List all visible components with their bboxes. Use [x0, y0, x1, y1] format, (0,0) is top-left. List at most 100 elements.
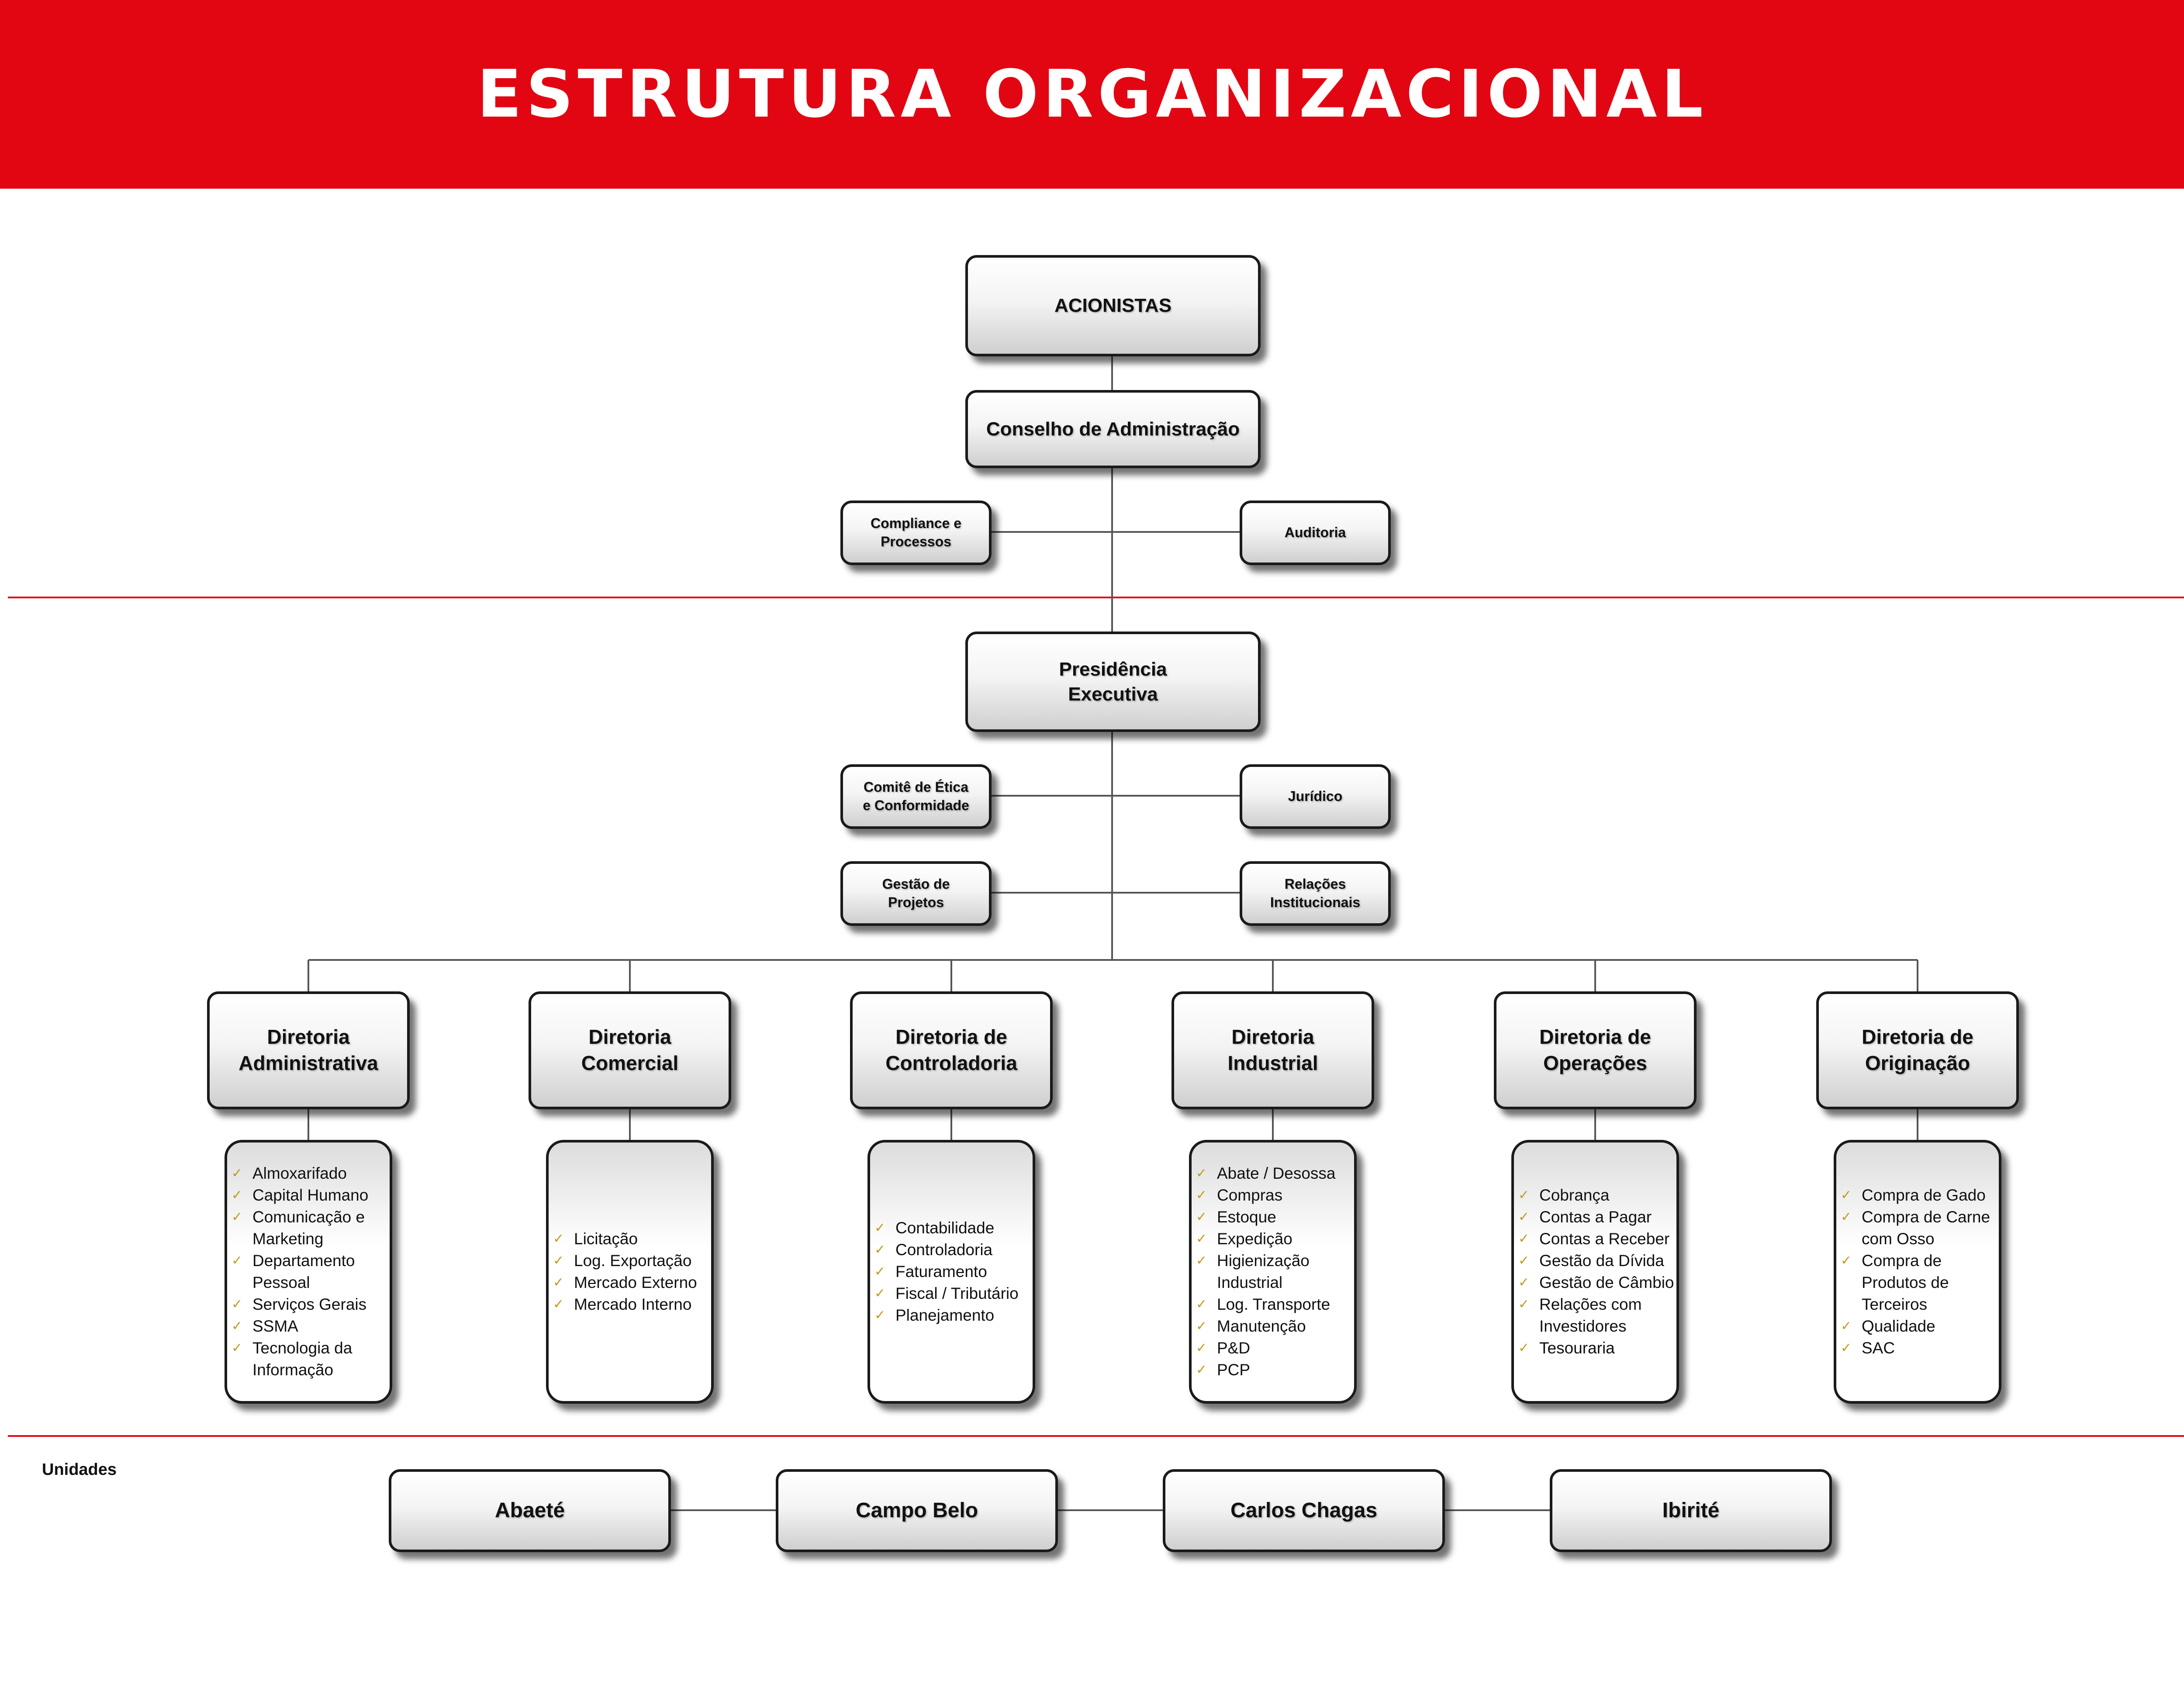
check-icon: ✓ — [1841, 1253, 1852, 1268]
check-icon: ✓ — [1841, 1319, 1852, 1333]
list-item-label: Capital Humano — [252, 1186, 369, 1204]
list-item-label: Compra de Gado — [1862, 1186, 1986, 1204]
list-item: ✓Capital Humano — [232, 1184, 369, 1206]
list-item-label: Almoxarifado — [252, 1164, 347, 1182]
list-item-label: Planejamento — [895, 1306, 995, 1324]
list-item-label: Log. Transporte — [1217, 1295, 1330, 1313]
list-item: ✓Departamento Pessoal — [232, 1250, 368, 1294]
check-icon: ✓ — [1518, 1275, 1530, 1290]
list-item: ✓ Planejamento — [874, 1305, 1019, 1326]
list-item: ✓Gestão da Dívida — [1518, 1250, 1674, 1272]
list-item: ✓Controladoria — [874, 1239, 1019, 1261]
list-item-label: Mercado Interno — [574, 1295, 692, 1313]
check-icon: ✓ — [232, 1210, 243, 1224]
list-item: ✓ Log. Transporte — [1196, 1294, 1335, 1315]
list-item-label: Contabilidade — [895, 1219, 995, 1237]
directorate-industrial[interactable]: Diretoria Industrial — [1171, 991, 1374, 1109]
list-item: ✓ Almoxarifado — [232, 1163, 368, 1184]
check-icon: ✓ — [1518, 1253, 1530, 1268]
list-item: ✓Log. Exportação — [553, 1250, 697, 1272]
institutional-relations-box[interactable]: Relações Institucionais — [1240, 861, 1391, 926]
list-item: ✓ Compra de Produtos de Terceiros — [1841, 1250, 1990, 1315]
check-icon: ✓ — [232, 1166, 243, 1180]
legal-box[interactable]: Jurídico — [1240, 764, 1391, 829]
list-comercial: ✓Licitação✓Log. Exportação✓Mercado Exter… — [546, 1140, 714, 1404]
list-item: ✓SSMA — [232, 1315, 368, 1337]
ethics-committee-box[interactable]: Comitê de Ética e Conformidade — [840, 764, 992, 829]
check-icon: ✓ — [553, 1253, 564, 1268]
compliance-box[interactable]: Compliance e Processos — [840, 501, 992, 565]
list-item: ✓Contas a Pagar — [1518, 1206, 1674, 1228]
check-icon: ✓ — [232, 1297, 243, 1312]
list-item: ✓Mercado Externo — [553, 1272, 697, 1294]
check-icon: ✓ — [1196, 1297, 1207, 1312]
check-icon: ✓ — [232, 1253, 243, 1268]
list-item: ✓Cobrança — [1518, 1184, 1674, 1206]
list-item-label: Higienização Industrial — [1217, 1252, 1310, 1291]
board-box[interactable]: Conselho de Administração — [965, 390, 1261, 468]
list-item: ✓Qualidade — [1841, 1315, 1990, 1337]
check-icon: ✓ — [1196, 1232, 1207, 1246]
list-item: ✓ Contabilidade — [874, 1217, 1019, 1239]
list-item: ✓Abate / Desossa — [1196, 1163, 1335, 1184]
list-item: ✓ Comunicação e Marketing — [232, 1206, 368, 1250]
check-icon: ✓ — [1518, 1232, 1530, 1246]
list-item: ✓ Tesouraria — [1518, 1337, 1674, 1359]
check-icon: ✓ — [874, 1221, 886, 1235]
list-item: ✓ Compras — [1196, 1184, 1335, 1206]
list-industrial: ✓Abate / Desossa✓Compras✓Estoque✓Expediç… — [1189, 1140, 1357, 1404]
check-icon: ✓ — [1196, 1188, 1207, 1202]
list-item: ✓Relações com Investidores — [1518, 1294, 1674, 1337]
list-item-label: Compra de Carne com Osso — [1862, 1208, 1990, 1248]
list-item-label: Tesouraria — [1539, 1339, 1615, 1357]
list-item: ✓ Manutenção — [1196, 1315, 1335, 1337]
audit-box[interactable]: Auditoria — [1240, 501, 1391, 565]
unit-carlos-chagas[interactable]: Carlos Chagas — [1163, 1469, 1445, 1552]
list-item: ✓ Higienização Industrial — [1196, 1250, 1335, 1294]
unit-ibirite[interactable]: Ibirité — [1550, 1469, 1832, 1552]
check-icon: ✓ — [1518, 1341, 1530, 1355]
directorate-comercial[interactable]: Diretoria Comercial — [529, 991, 731, 1109]
unit-abaete[interactable]: Abaeté — [389, 1469, 671, 1552]
check-icon: ✓ — [1196, 1253, 1207, 1268]
check-icon: ✓ — [1196, 1166, 1207, 1180]
check-icon: ✓ — [1196, 1210, 1207, 1224]
list-item-label: Compra de Produtos de Terceiros — [1862, 1252, 1949, 1313]
list-item-label: Faturamento — [895, 1263, 987, 1281]
presidency-box[interactable]: Presidência Executiva — [965, 632, 1261, 732]
list-item-label: Compras — [1217, 1186, 1283, 1204]
list-item-label: P&D — [1217, 1339, 1251, 1357]
list-item-label: Controladoria — [895, 1241, 993, 1259]
check-icon: ✓ — [553, 1297, 564, 1312]
list-operacoes: ✓Cobrança✓Contas a Pagar✓Contas a Recebe… — [1511, 1140, 1679, 1404]
check-icon: ✓ — [1841, 1188, 1852, 1202]
list-item: ✓Estoque — [1196, 1206, 1335, 1228]
list-item-label: SAC — [1862, 1339, 1895, 1357]
list-item: ✓Serviços Gerais — [232, 1294, 368, 1315]
list-administrativa: ✓Almoxarifado✓Capital Humano✓Comunicação… — [225, 1140, 392, 1404]
list-item: ✓Licitação — [553, 1228, 697, 1250]
list-item: ✓Faturamento — [874, 1261, 1019, 1283]
list-item: ✓P&D — [1196, 1337, 1335, 1359]
check-icon: ✓ — [1196, 1319, 1207, 1333]
list-item-label: Manutenção — [1217, 1317, 1306, 1335]
list-item-label: Contas a Pagar — [1539, 1208, 1652, 1226]
directorate-controladoria[interactable]: Diretoria de Controladoria — [850, 991, 1053, 1109]
list-item: ✓Tecnologia da Informação — [232, 1337, 368, 1381]
list-item-label: SSMA — [252, 1317, 298, 1335]
list-item: ✓ Compra de Carne com Osso — [1841, 1206, 1990, 1250]
directorate-operacoes[interactable]: Diretoria de Operações — [1494, 991, 1697, 1109]
project-management-box[interactable]: Gestão de Projetos — [840, 861, 992, 926]
shareholders-box[interactable]: ACIONISTAS — [965, 255, 1261, 356]
unit-campo-belo[interactable]: Campo Belo — [776, 1469, 1058, 1552]
check-icon: ✓ — [553, 1232, 564, 1246]
list-item-label: Comunicação e Marketing — [252, 1208, 365, 1248]
directorate-originacao[interactable]: Diretoria de Originação — [1816, 991, 2019, 1109]
check-icon: ✓ — [1841, 1210, 1852, 1224]
list-item: ✓ Mercado Interno — [553, 1294, 697, 1315]
directorate-administrativa[interactable]: Diretoria Administrativa — [207, 991, 410, 1109]
check-icon: ✓ — [874, 1308, 886, 1322]
list-item: ✓ Compra de Gado — [1841, 1184, 1990, 1206]
list-item-label: Expedição — [1217, 1230, 1292, 1248]
check-icon: ✓ — [553, 1275, 564, 1290]
